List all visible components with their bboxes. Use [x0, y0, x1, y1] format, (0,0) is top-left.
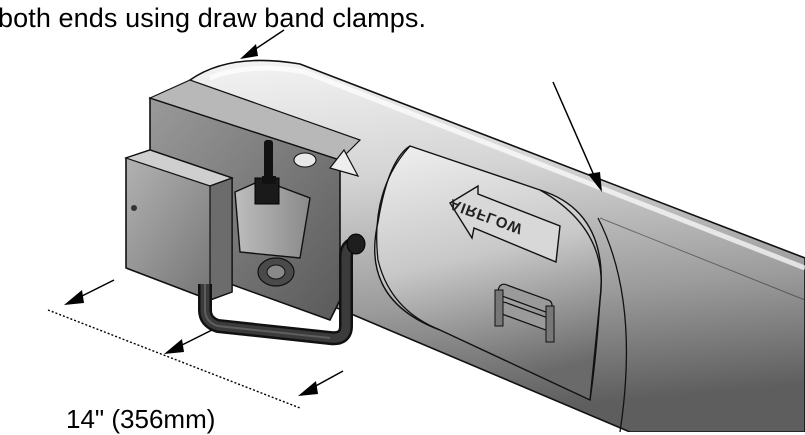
- arrow-icon: [328, 148, 360, 177]
- antenna-icon: [262, 140, 276, 184]
- callout-arrows: [64, 29, 602, 396]
- sleeve-seam: [376, 145, 441, 331]
- sleeve-seam-right: [539, 189, 602, 401]
- caption-text: both ends using draw band clamps.: [0, 3, 427, 33]
- duct-highlight: [209, 65, 805, 271]
- dimension-line: [47, 309, 301, 409]
- duct-ring: [597, 217, 628, 432]
- dimension-label: 14" (356mm): [66, 404, 216, 434]
- pipe-assembly: [198, 233, 366, 346]
- draw-band-clamp: [494, 283, 555, 343]
- arrow-icon: [449, 184, 561, 264]
